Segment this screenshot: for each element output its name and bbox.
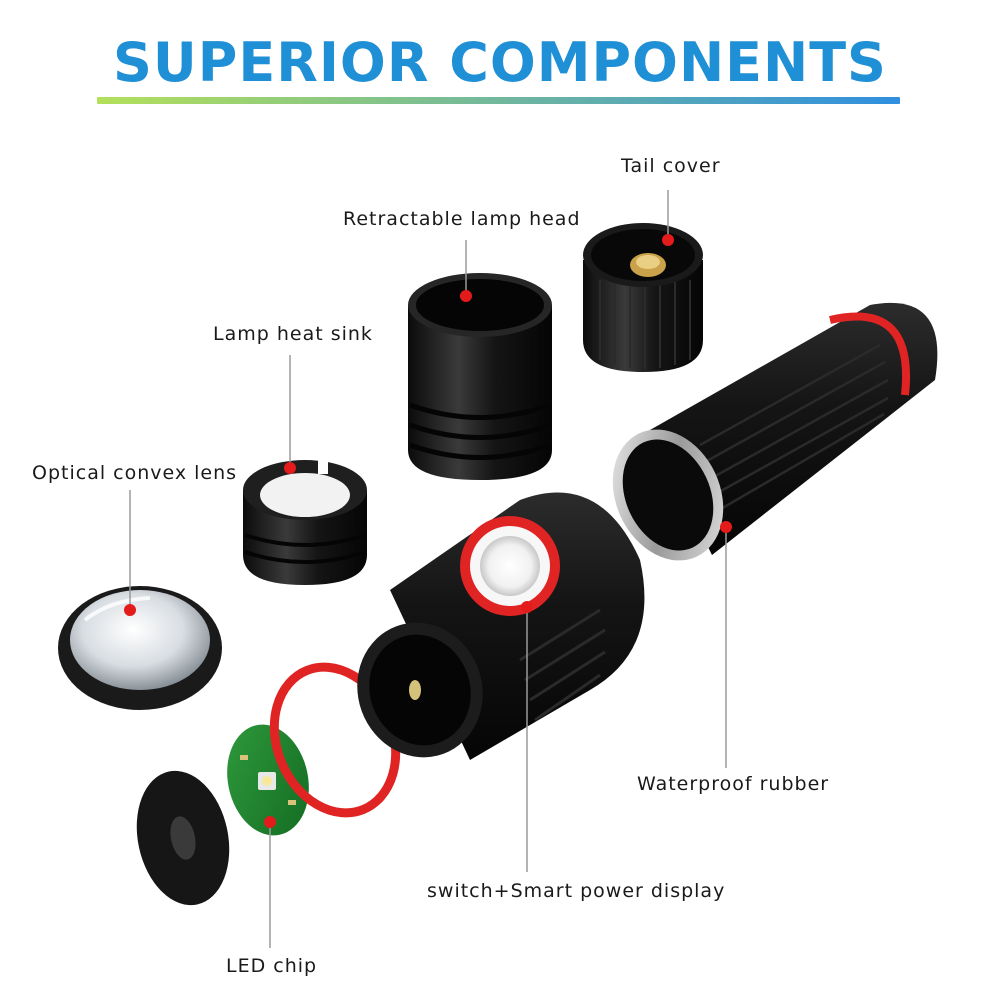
marker-waterproof-rubber xyxy=(720,521,732,533)
label-led-chip: LED chip xyxy=(226,955,318,977)
tail-cover-part xyxy=(583,223,703,372)
marker-lamp-head xyxy=(460,290,472,302)
title-underline xyxy=(97,97,900,104)
switch-head-part xyxy=(357,492,645,760)
label-lamp-heat-sink: Lamp heat sink xyxy=(213,323,373,345)
retractable-lamp-head-part xyxy=(408,273,552,480)
label-retractable-lamp-head: Retractable lamp head xyxy=(343,208,581,230)
label-switch-power-display: switch+Smart power display xyxy=(427,880,726,902)
label-optical-convex-lens: Optical convex lens xyxy=(32,462,238,484)
marker-heat-sink xyxy=(284,462,296,474)
led-pcb-part xyxy=(227,724,309,836)
marker-led-chip xyxy=(264,816,276,828)
optical-convex-lens-part xyxy=(58,586,222,710)
label-waterproof-rubber: Waterproof rubber xyxy=(637,773,830,795)
marker-switch xyxy=(521,601,533,613)
lamp-heat-sink-part xyxy=(243,458,367,585)
page-title: SUPERIOR COMPONENTS xyxy=(113,31,887,94)
marker-convex-lens xyxy=(124,604,136,616)
marker-tail-cover xyxy=(662,234,674,246)
label-tail-cover: Tail cover xyxy=(621,155,721,177)
main-body-tube-part xyxy=(612,302,938,561)
black-gasket-part xyxy=(136,770,230,906)
